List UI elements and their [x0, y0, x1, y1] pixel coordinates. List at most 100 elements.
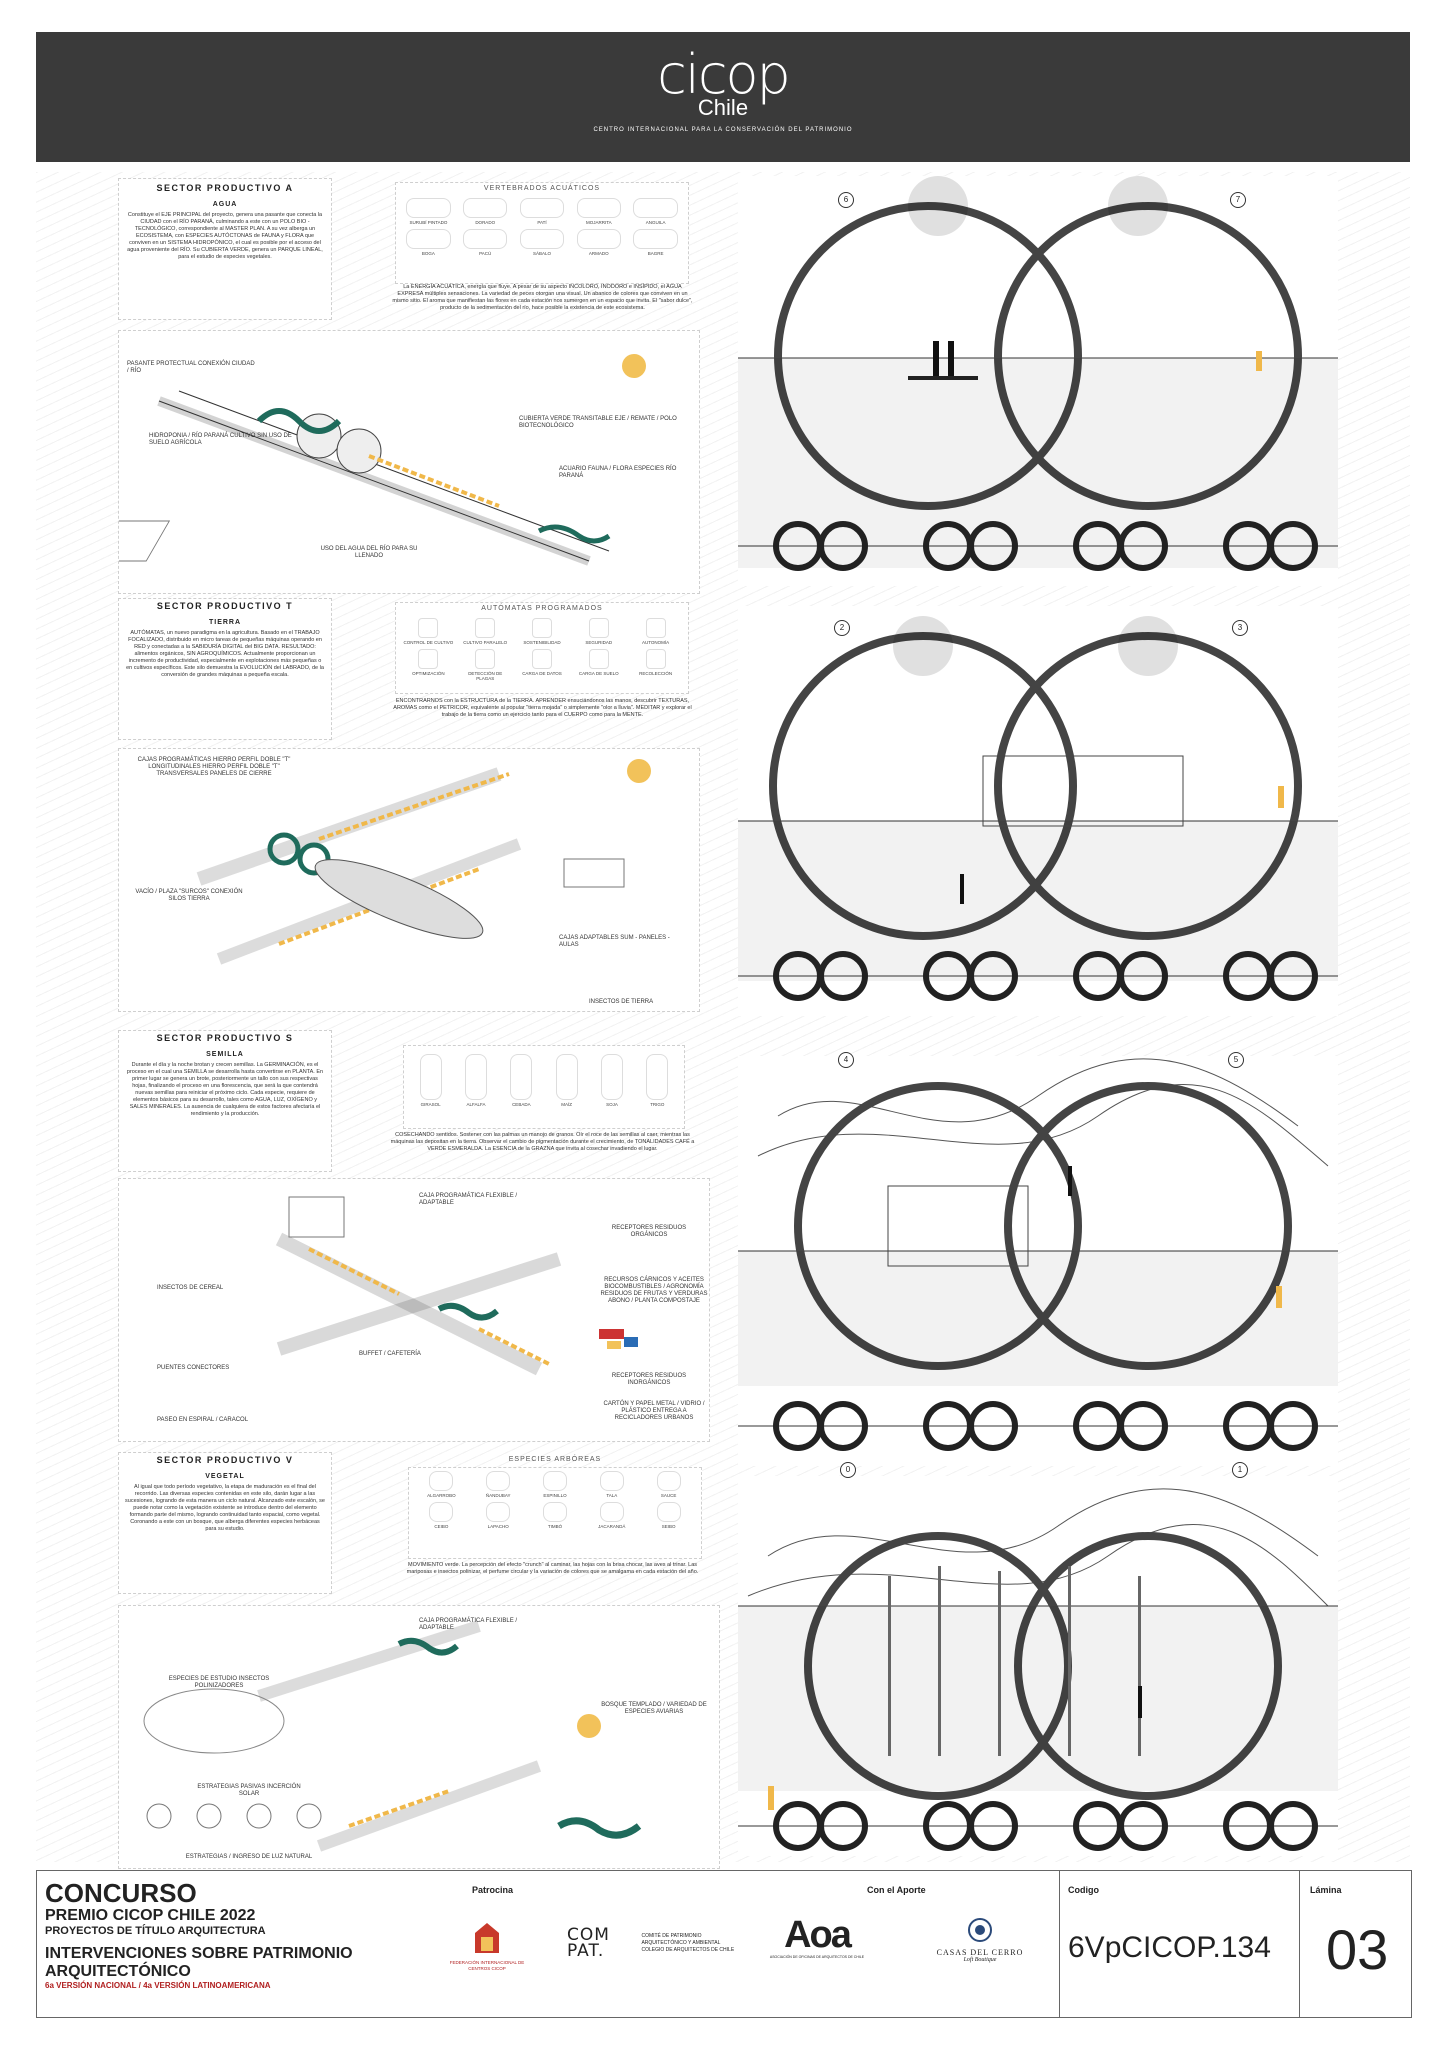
robot-item: RECOLECCIÓN	[629, 649, 682, 681]
section-svg	[738, 616, 1338, 1001]
sector-t-sensory-text: ENCONTRARNOS con la ESTRUCTURA de la TIE…	[393, 698, 692, 718]
sector-a-axonometric: PASANTE PROTECTUAL CONEXIÓN CIUDAD / RÍO…	[5, 330, 700, 594]
section-number: 6	[838, 192, 854, 208]
section-number: 4	[838, 1052, 854, 1068]
contest-version: 6a VERSIÓN NACIONAL / 4a VERSIÓN LATINOA…	[45, 1981, 271, 1990]
fish-item: DORADO	[459, 198, 512, 225]
ficicop-logo-icon	[475, 1923, 499, 1953]
fish-item: ARMADO	[572, 229, 625, 256]
fish-item: PATÍ	[516, 198, 569, 225]
aporte-label: Con el Aporte	[867, 1885, 926, 1895]
sector-t-axonometric: CAJAS PROGRAMÁTICAS HIERRO PERFIL DOBLE …	[118, 748, 700, 1012]
tree-item: JACARANDÁ	[585, 1502, 638, 1529]
sponsor-casas-del-cerro: CASAS DEL CERRO Loft Boutique	[925, 1917, 1035, 1963]
section-drawing: 0 1	[738, 1462, 1338, 1856]
sector-t-drawing	[196, 759, 651, 965]
logo-word: cicop	[657, 43, 791, 106]
section-drawing: 6 7	[738, 176, 1338, 586]
code-label: Codigo	[1068, 1885, 1099, 1895]
sector-title: SECTOR PRODUCTIVO S	[156, 1033, 294, 1043]
tree-item: ESPINILLO	[529, 1471, 582, 1498]
contest-category: PROYECTOS DE TÍTULO ARQUITECTURA	[45, 1925, 266, 1937]
drawing-label: CAJAS ADAPTABLES SUM - PANELES - AULAS	[559, 935, 670, 948]
seed-item: TRIGO	[637, 1054, 678, 1107]
sector-a-sensory-text: La ENERGÍA ACUÁTICA, energía que fluye. …	[392, 284, 693, 311]
sector-subtitle: TIERRA	[208, 619, 242, 626]
drawing-label: CAJA PROGRAMÁTICA FLEXIBLE / ADAPTABLE	[419, 1193, 518, 1206]
sponsor-name: COMITÉ DE PATRIMONIO ARQUITECTÓNICO Y AM…	[641, 1932, 735, 1953]
fish-item: SURUBÍ PINTADO	[402, 198, 455, 225]
contest-theme: INTERVENCIONES SOBRE PATRIMONIO	[45, 1945, 353, 1962]
sector-title: SECTOR PRODUCTIVO T	[156, 601, 294, 611]
tree-item: SEIBO	[642, 1502, 695, 1529]
seed-item: SOJA	[591, 1054, 632, 1107]
tree-item: ÑANDUBAY	[472, 1471, 525, 1498]
fish-item: PACÚ	[459, 229, 512, 256]
logo-subtitle: CENTRO INTERNACIONAL PARA LA CONSERVACIÓ…	[593, 127, 853, 133]
sheet-number: 03	[1326, 1918, 1389, 1981]
drawing-label: PUENTES CONECTORES	[157, 1365, 230, 1371]
drawing-label: USO DEL AGUA DEL RÍO PARA SU LLENADO	[320, 546, 418, 559]
section-number: 3	[1232, 620, 1248, 636]
section-drawing: 2 3	[738, 606, 1338, 1016]
contest-prize: PREMIO CICOP CHILE 2022	[45, 1907, 256, 1924]
tree-item: LAPACHO	[472, 1502, 525, 1529]
sector-body: Al igual que todo período vegetativo, la…	[125, 1484, 325, 1532]
sector-a-drawing	[5, 354, 646, 566]
section-number: 2	[834, 620, 850, 636]
sector-v-axonometric: CAJA PROGRAMÁTICA FLEXIBLE / ADAPTABLE E…	[118, 1605, 720, 1869]
sector-v-box: ESPECIES ARBÓREAS ALGARROBO ÑANDUBAY ESP…	[408, 1456, 702, 1559]
contest-title: CONCURSO	[45, 1878, 197, 1908]
sponsor-name: CASAS DEL CERRO	[936, 1948, 1024, 1957]
code-cell: Codigo 6VpCICOP.134	[1059, 1871, 1300, 2017]
sector-s-drawing	[275, 1196, 638, 1376]
sector-title: SECTOR PRODUCTIVO V	[156, 1455, 294, 1465]
robot-item: SEGURIDAD	[572, 618, 625, 645]
section-number: 1	[1232, 1462, 1248, 1478]
drawing-label: INSECTOS DE TIERRA	[589, 999, 654, 1005]
sponsor-compat: COM PAT. COMITÉ DE PATRIMONIO ARQUITECTÓ…	[567, 1927, 757, 1960]
contest-info: CONCURSO PREMIO CICOP CHILE 2022 PROYECT…	[45, 1879, 425, 1990]
drawing-label: RECURSOS CÁRNICOS Y ACEITES BIOCOMBUSTIB…	[600, 1277, 708, 1304]
drawing-label: BOSQUE TEMPLADO / VARIEDAD DE ESPECIES A…	[601, 1702, 707, 1715]
drawing-label: HIDROPONIA / RÍO PARANÁ CULTIVO SIN USO …	[149, 433, 292, 446]
sector-s-text-panel: SECTOR PRODUCTIVO S SEMILLA Durante el d…	[118, 1030, 332, 1172]
drawing-label: ACUARIO FAUNA / FLORA ESPECIES RÍO PARAN…	[559, 466, 677, 479]
sector-s-box: GIRASOL ALFALFA CEBADA MAÍZ SOJA TRIGO	[403, 1045, 685, 1129]
sector-v-sensory-text: MOVIMIENTO verde. La percepción del efec…	[406, 1562, 699, 1575]
drawing-label: CUBIERTA VERDE TRANSITABLE EJE / REMATE …	[519, 416, 677, 429]
sector-s-sensory-text: COSECHANDO sentidos. Sostener con las pa…	[390, 1132, 695, 1152]
sheet-label: Lámina	[1310, 1885, 1342, 1895]
drawing-label: INSECTOS DE CEREAL	[157, 1285, 224, 1291]
robot-item: CULTIVO PARALELO	[459, 618, 512, 645]
section-svg	[738, 1488, 1338, 1851]
sector-subtitle: AGUA	[212, 201, 238, 208]
sector-subtitle: VEGETAL	[205, 1473, 245, 1480]
drawing-label: ESPECIES DE ESTUDIO INSECTOS POLINIZADOR…	[168, 1676, 270, 1689]
drawing-label: BUFFET / CAFETERÍA	[359, 1351, 421, 1357]
cicop-logo: cicop Chile CENTRO INTERNACIONAL PARA LA…	[36, 43, 1410, 134]
box-title: VERTEBRADOS ACUÁTICOS	[483, 185, 601, 192]
sector-t-box: AUTÓMATAS PROGRAMADOS CONTROL DE CULTIVO…	[395, 602, 689, 694]
sheet-cell: Lámina 03	[1299, 1871, 1411, 2017]
drawing-label: ESTRATEGIAS / INGRESO DE LUZ NATURAL	[185, 1854, 313, 1860]
robot-item: AUTONOMÍA	[629, 618, 682, 645]
casas-del-cerro-emblem-icon	[968, 1918, 992, 1942]
seed-item: ALFALFA	[455, 1054, 496, 1107]
sections-column: 6 7 2 3	[738, 176, 1338, 1866]
fish-item: BOGA	[402, 229, 455, 256]
sector-t-text-panel: SECTOR PRODUCTIVO T TIERRA AUTÓMATAS, un…	[118, 598, 332, 740]
sector-body: AUTÓMATAS, un nuevo paradigma en la agri…	[126, 630, 324, 678]
robot-item: CARGA DE DATOS	[516, 649, 569, 681]
seed-item: GIRASOL	[410, 1054, 451, 1107]
drawing-label: RECEPTORES RESIDUOS ORGÁNICOS	[611, 1225, 687, 1238]
fish-item: ANGUILA	[629, 198, 682, 225]
logo-country: Chile	[697, 95, 749, 120]
sponsor-ficicop: FEDERACIÓN INTERNACIONAL DE CENTROS CICO…	[447, 1921, 527, 1972]
robot-item: OPTIMIZACIÓN	[402, 649, 455, 681]
sector-a-box: VERTEBRADOS ACUÁTICOS SURUBÍ PINTADO DOR…	[395, 182, 689, 284]
drawing-label: RECEPTORES RESIDUOS INORGÁNICOS	[611, 1373, 687, 1386]
fish-item: MOJARRITA	[572, 198, 625, 225]
contest-theme-2: ARQUITECTÓNICO	[45, 1963, 191, 1980]
sector-subtitle: SEMILLA	[206, 1051, 244, 1058]
